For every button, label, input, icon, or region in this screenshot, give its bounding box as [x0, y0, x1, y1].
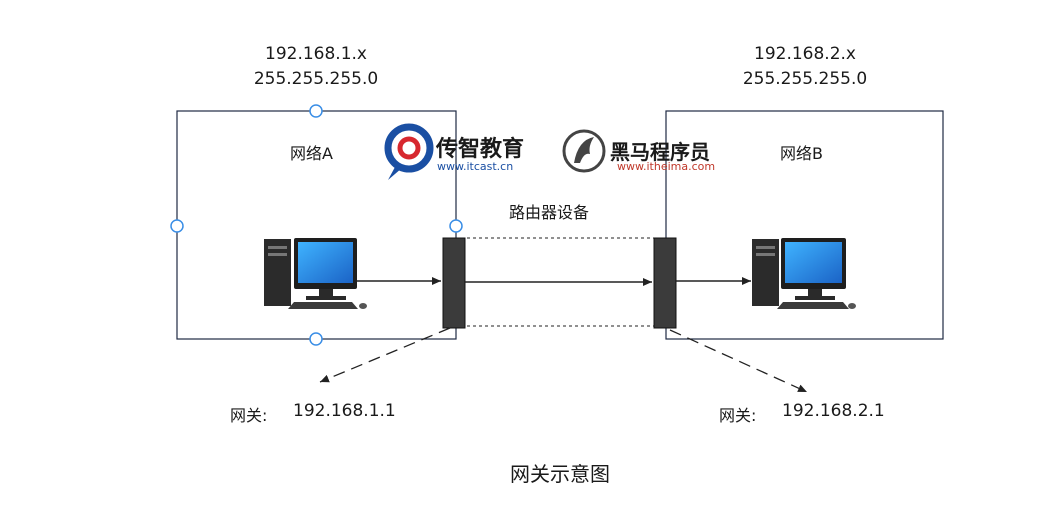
network-a-label: 网络A	[290, 144, 333, 163]
computer-a-icon	[264, 238, 367, 309]
router-port-b	[653, 237, 677, 329]
network-b-ip: 192.168.2.x	[754, 44, 856, 64]
selection-handle-right[interactable]	[449, 219, 463, 233]
itcast-logo-icon	[384, 123, 434, 180]
itheima-logo-icon	[562, 129, 606, 173]
gateway-a-arrow	[319, 327, 451, 383]
itheima-logo-name: 黑马程序员	[610, 140, 710, 164]
computer-b-icon	[752, 238, 856, 309]
router-label: 路由器设备	[509, 203, 590, 222]
network-b-label: 网络B	[780, 144, 823, 163]
diagram-caption: 网关示意图	[510, 462, 610, 486]
itheima-logo-url: www.itheima.com	[617, 160, 716, 173]
selection-handle-top[interactable]	[309, 104, 323, 118]
gateway-b-ip: 192.168.2.1	[782, 401, 885, 421]
itcast-logo-name: 传智教育	[436, 137, 525, 162]
gateway-a-ip: 192.168.1.1	[293, 401, 396, 421]
selection-handle-left[interactable]	[170, 219, 184, 233]
network-a-mask: 255.255.255.0	[253, 69, 379, 89]
router-port-a	[442, 237, 466, 329]
network-b-box	[665, 110, 944, 340]
network-b-mask: 255.255.255.0	[742, 69, 868, 89]
gateway-b-label: 网关:	[719, 406, 757, 425]
network-a-ip: 192.168.1.x	[265, 44, 367, 64]
itcast-logo-url: www.itcast.cn	[437, 160, 514, 173]
gateway-b-arrow	[669, 329, 808, 393]
selection-handle-bottom[interactable]	[309, 332, 323, 346]
gateway-a-label: 网关:	[230, 406, 268, 425]
